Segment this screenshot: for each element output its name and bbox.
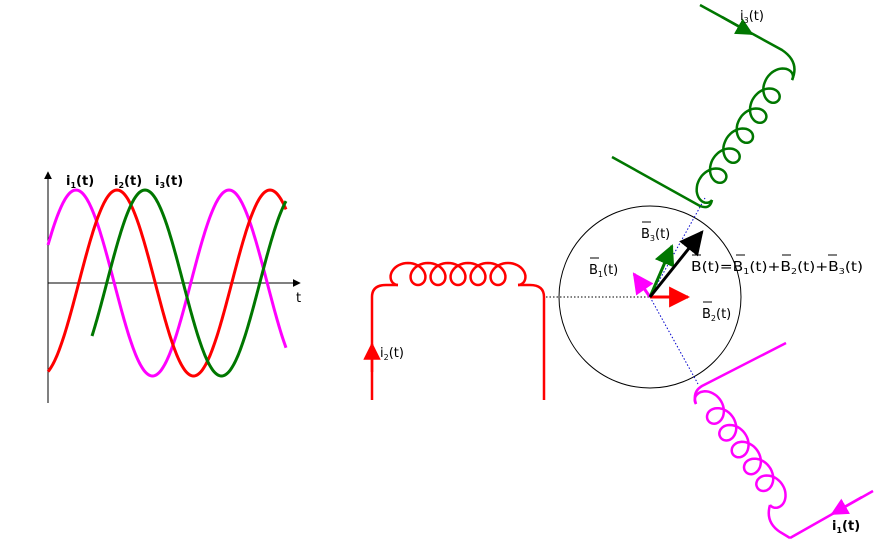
- coil2-current-label: i2(t): [380, 346, 404, 362]
- label-B2: B2(t): [702, 301, 731, 323]
- svg-text:B(t)=B1(t)+B2(t)+B3(t): B(t)=B1(t)+B2(t)+B3(t): [691, 260, 863, 276]
- coil1-lead-lower: [767, 504, 791, 540]
- x-axis-label: t: [296, 291, 301, 306]
- svg-text:B1(t): B1(t): [589, 263, 618, 279]
- coil3-lead-lower: [611, 155, 714, 209]
- curve-i2: [46, 188, 288, 378]
- label-B1: B1(t): [589, 257, 618, 279]
- coil3-lead-upper: [699, 3, 796, 81]
- coil2-lead-right: [518, 283, 546, 400]
- coil3-axis: [649, 197, 706, 298]
- graph-label-i2: i2(t): [114, 174, 142, 190]
- coil3-current-arrow: [721, 15, 754, 36]
- label-B3: B3(t): [641, 221, 670, 243]
- coil2-winding: [389, 261, 527, 287]
- coil-1: i1(t): [693, 341, 874, 540]
- coil1-current-arrow: [830, 495, 863, 516]
- svg-text:B2(t): B2(t): [702, 307, 731, 323]
- coil1-winding: [693, 390, 787, 510]
- vector-B1: [632, 272, 654, 298]
- svg-text:B3(t): B3(t): [641, 227, 670, 243]
- coil-3: i3(t): [611, 3, 796, 209]
- curve-i1: [46, 188, 288, 378]
- coil2-lead-left: [370, 283, 398, 400]
- current-graph: t i1(t) i2(t) i3(t): [44, 171, 301, 403]
- stator-circle: [558, 205, 742, 389]
- coil3-winding: [695, 67, 795, 205]
- vector-B3: [648, 244, 675, 298]
- graph-label-i3: i3(t): [155, 174, 183, 190]
- graph-label-i1: i1(t): [66, 174, 94, 190]
- coil1-current-label: i1(t): [832, 519, 860, 535]
- curve-i3: [90, 188, 288, 378]
- vector-B-total: [648, 230, 704, 298]
- coil1-axis: [649, 296, 699, 385]
- coil-2: i2(t): [363, 261, 546, 400]
- coil3-current-label: i3(t): [740, 9, 764, 25]
- coil1-lead-upper: [693, 341, 787, 405]
